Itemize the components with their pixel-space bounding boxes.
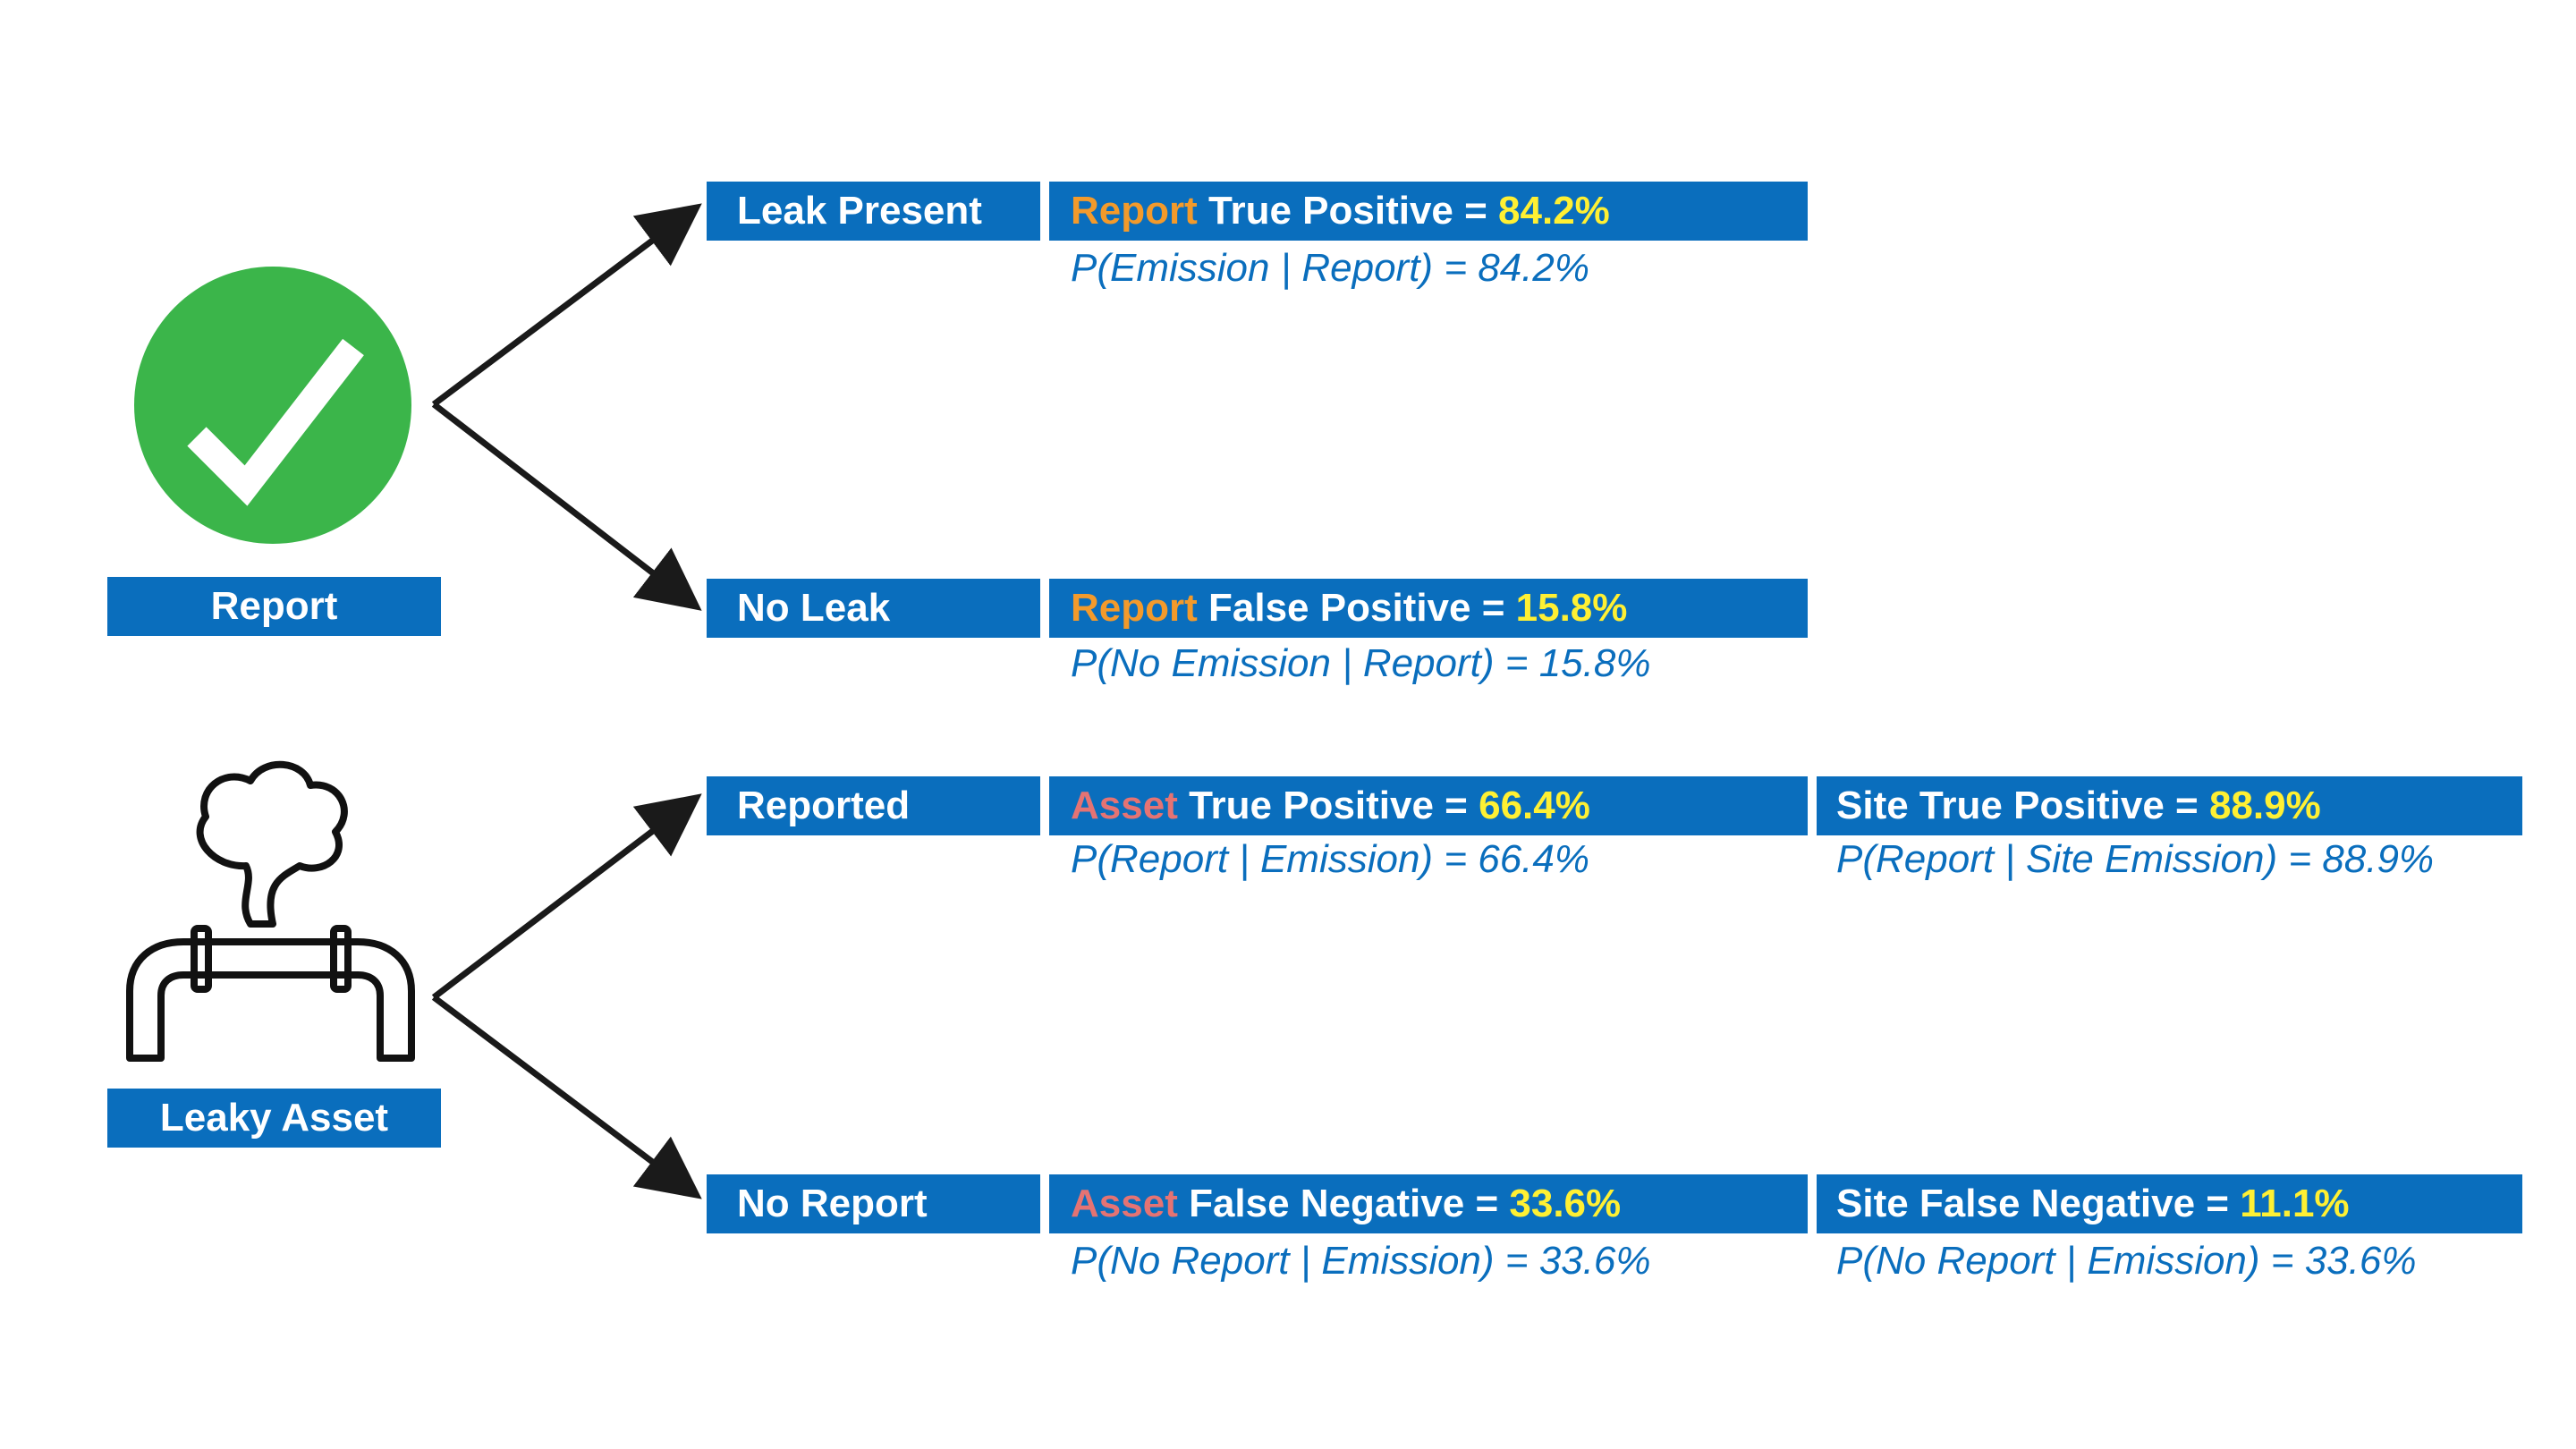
- arrow-leak-present: [431, 203, 702, 407]
- report-true-positive-bar: Report True Positive = 84.2%: [1049, 182, 1808, 241]
- report-word: Report: [1071, 189, 1198, 233]
- site-false-negative-formula: P(No Report | Emission) = 33.6%: [1836, 1239, 2417, 1283]
- asset-word: Asset: [1071, 784, 1178, 827]
- asset-false-negative-formula: P(No Report | Emission) = 33.6%: [1071, 1239, 1651, 1283]
- report-true-positive-formula: P(Emission | Report) = 84.2%: [1071, 246, 1589, 290]
- asset-true-positive-bar: Asset True Positive = 66.4%: [1049, 776, 1808, 835]
- arrow-no-report: [431, 995, 702, 1199]
- site-metric-value: 11.1%: [2240, 1182, 2350, 1225]
- asset-false-negative-bar: Asset False Negative = 33.6%: [1049, 1174, 1808, 1233]
- metric-value: 66.4%: [1479, 784, 1590, 827]
- report-false-positive-bar: Report False Positive = 15.8%: [1049, 579, 1808, 638]
- site-false-negative-bar: Site False Negative = 11.1%: [1817, 1174, 2522, 1233]
- site-true-positive-bar: Site True Positive = 88.9%: [1817, 776, 2522, 835]
- reported-label: Reported: [707, 776, 1040, 835]
- arrow-no-leak: [431, 402, 702, 611]
- metric-text: False Positive =: [1197, 586, 1516, 630]
- report-label: Report: [107, 577, 441, 636]
- site-metric-text: Site True Positive =: [1836, 784, 2209, 827]
- asset-word: Asset: [1071, 1182, 1178, 1225]
- leaking-pipe-icon: [126, 760, 415, 1062]
- check-circle-icon: [134, 267, 411, 544]
- no-report-label: No Report: [707, 1174, 1040, 1233]
- leak-present-label: Leak Present: [707, 182, 1040, 241]
- metric-value: 33.6%: [1509, 1182, 1622, 1225]
- asset-true-positive-formula: P(Report | Emission) = 66.4%: [1071, 837, 1589, 881]
- arrow-reported: [431, 793, 702, 1000]
- site-true-positive-formula: P(Report | Site Emission) = 88.9%: [1836, 837, 2435, 881]
- metric-text: True Positive =: [1197, 189, 1499, 233]
- leaky-asset-label: Leaky Asset: [107, 1089, 441, 1148]
- metric-text: True Positive =: [1177, 784, 1479, 827]
- no-leak-label: No Leak: [707, 579, 1040, 638]
- metric-value: 84.2%: [1498, 189, 1610, 233]
- report-false-positive-formula: P(No Emission | Report) = 15.8%: [1071, 641, 1651, 685]
- site-metric-value: 88.9%: [2208, 784, 2321, 827]
- site-metric-text: Site False Negative =: [1836, 1182, 2241, 1225]
- metric-value: 15.8%: [1515, 586, 1628, 630]
- metric-text: False Negative =: [1177, 1182, 1510, 1225]
- report-word: Report: [1071, 586, 1198, 630]
